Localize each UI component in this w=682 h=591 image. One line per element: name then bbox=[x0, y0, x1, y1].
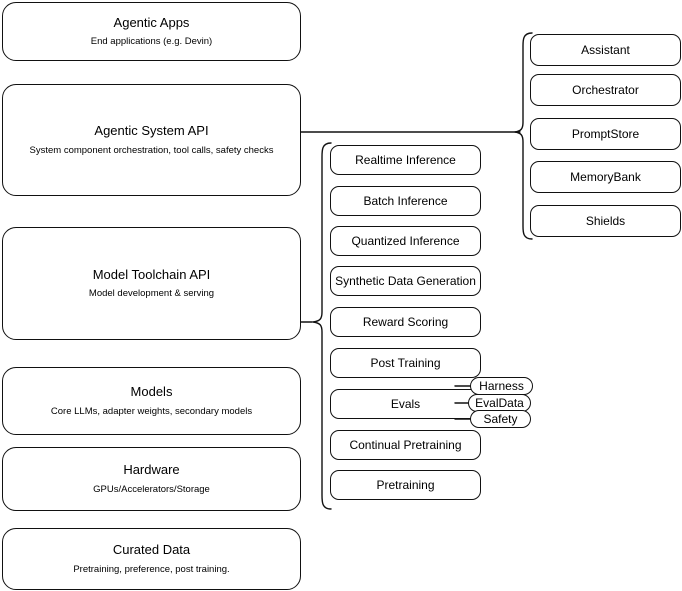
capability-label: Quantized Inference bbox=[351, 233, 460, 248]
component-promptstore[interactable]: PromptStore bbox=[530, 118, 681, 150]
layer-title: Models bbox=[130, 384, 173, 400]
layer-title: Hardware bbox=[123, 462, 180, 478]
capability-continual-pretraining[interactable]: Continual Pretraining bbox=[330, 430, 481, 460]
component-shields[interactable]: Shields bbox=[530, 205, 681, 237]
capability-label: Continual Pretraining bbox=[349, 437, 462, 452]
layer-models[interactable]: Models Core LLMs, adapter weights, secon… bbox=[2, 367, 301, 435]
capability-batch-inference[interactable]: Batch Inference bbox=[330, 186, 481, 216]
layer-title: Model Toolchain API bbox=[92, 266, 211, 282]
layer-agentic-apps[interactable]: Agentic Apps End applications (e.g. Devi… bbox=[2, 2, 301, 61]
component-label: MemoryBank bbox=[570, 169, 641, 184]
capability-label: Realtime Inference bbox=[355, 152, 456, 167]
component-label: PromptStore bbox=[571, 126, 640, 141]
component-label: Assistant bbox=[581, 42, 630, 57]
component-memorybank[interactable]: MemoryBank bbox=[530, 161, 681, 193]
layer-subtitle: Core LLMs, adapter weights, secondary mo… bbox=[50, 405, 253, 417]
layer-title: Agentic System API bbox=[94, 123, 209, 139]
capability-post-training[interactable]: Post Training bbox=[330, 348, 481, 378]
component-label: Orchestrator bbox=[572, 82, 639, 97]
capability-reward-scoring[interactable]: Reward Scoring bbox=[330, 307, 481, 337]
layer-subtitle: Model development & serving bbox=[88, 288, 215, 300]
component-assistant[interactable]: Assistant bbox=[530, 34, 681, 66]
eval-subitem-evaldata[interactable]: EvalData bbox=[468, 394, 531, 412]
capability-label: Pretraining bbox=[376, 477, 435, 492]
capability-label: Batch Inference bbox=[363, 193, 448, 208]
capability-label: Post Training bbox=[370, 355, 441, 370]
layer-subtitle: System component orchestration, tool cal… bbox=[29, 144, 274, 156]
layer-model-toolchain-api[interactable]: Model Toolchain API Model development & … bbox=[2, 227, 301, 340]
layer-curated-data[interactable]: Curated Data Pretraining, preference, po… bbox=[2, 528, 301, 590]
layer-agentic-system-api[interactable]: Agentic System API System component orch… bbox=[2, 84, 301, 196]
component-label: Shields bbox=[585, 213, 626, 228]
capability-label: Evals bbox=[390, 396, 421, 411]
eval-subitem-label: EvalData bbox=[475, 396, 524, 410]
eval-subitem-label: Safety bbox=[483, 412, 518, 426]
layer-hardware[interactable]: Hardware GPUs/Accelerators/Storage bbox=[2, 447, 301, 511]
capability-quantized-inference[interactable]: Quantized Inference bbox=[330, 226, 481, 256]
layer-title: Curated Data bbox=[112, 542, 191, 558]
component-orchestrator[interactable]: Orchestrator bbox=[530, 74, 681, 106]
capability-label: Synthetic Data Generation bbox=[335, 273, 476, 288]
capability-realtime-inference[interactable]: Realtime Inference bbox=[330, 145, 481, 175]
layer-subtitle: GPUs/Accelerators/Storage bbox=[93, 483, 210, 495]
capability-evals[interactable]: Evals bbox=[330, 389, 481, 419]
eval-subitem-safety[interactable]: Safety bbox=[470, 410, 531, 428]
capability-label: Reward Scoring bbox=[362, 314, 449, 329]
capability-pretraining[interactable]: Pretraining bbox=[330, 470, 481, 500]
capability-synthetic-data-generation[interactable]: Synthetic Data Generation bbox=[330, 266, 481, 296]
layer-subtitle: End applications (e.g. Devin) bbox=[90, 36, 213, 48]
eval-subitem-label: Harness bbox=[479, 379, 524, 393]
brace-toolchain-capabilities bbox=[312, 142, 332, 510]
layer-subtitle: Pretraining, preference, post training. bbox=[73, 563, 230, 575]
eval-subitem-harness[interactable]: Harness bbox=[470, 377, 533, 395]
layer-title: Agentic Apps bbox=[113, 14, 190, 30]
